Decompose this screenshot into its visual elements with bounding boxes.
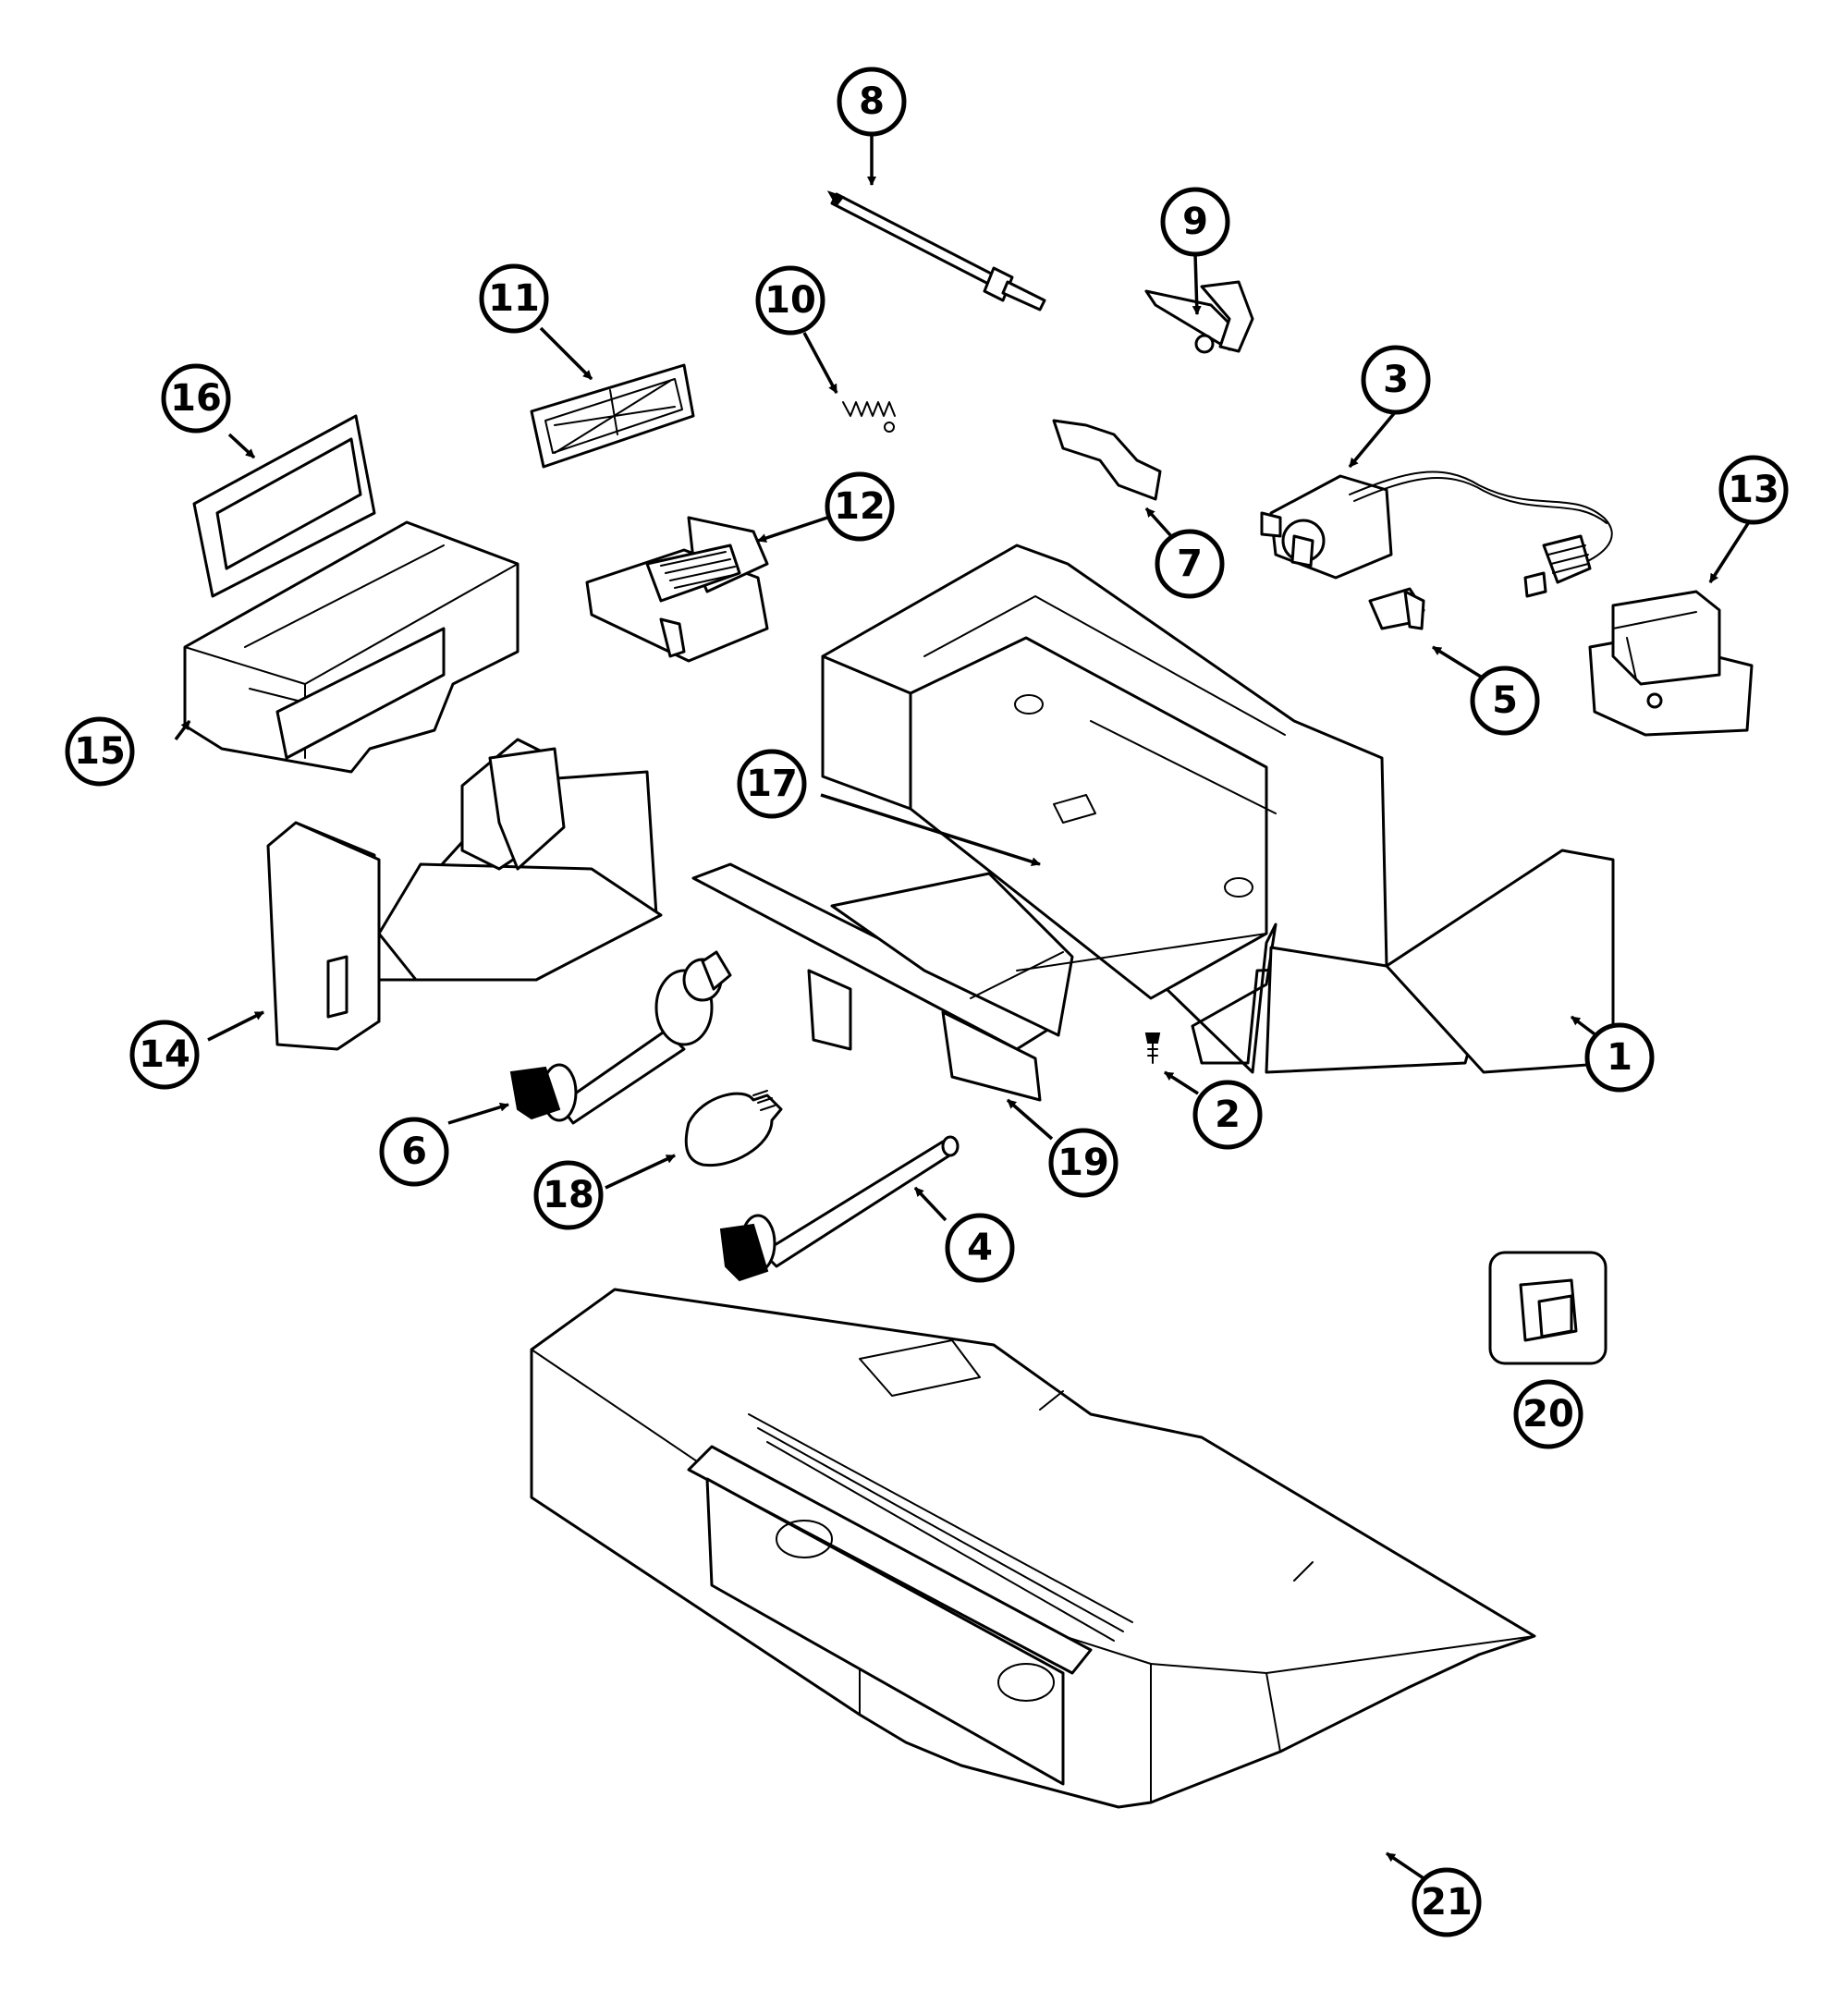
part-13-motor — [1588, 590, 1754, 737]
callout-19: 19 — [1048, 1128, 1119, 1198]
part-14-dispenser-module — [266, 738, 663, 1051]
part-1-main-frame — [821, 544, 1615, 1074]
callout-12: 12 — [825, 471, 895, 542]
callout-15: 15 — [65, 716, 135, 787]
callout-17: 17 — [737, 749, 807, 819]
callout-4-label: 4 — [967, 1227, 993, 1269]
callout-14-label: 14 — [139, 1033, 190, 1076]
callout-10-label: 10 — [764, 279, 816, 322]
callout-5: 5 — [1470, 666, 1540, 736]
callout-8: 8 — [837, 67, 907, 137]
callout-21-label: 21 — [1421, 1881, 1473, 1924]
callout-2-label: 2 — [1215, 1094, 1241, 1136]
part-15-housing — [183, 520, 520, 774]
part-16-bezel — [192, 414, 376, 598]
callout-16: 16 — [161, 363, 231, 434]
callout-7-label: 7 — [1177, 543, 1203, 585]
callout-15-label: 15 — [74, 730, 126, 773]
callout-1: 1 — [1584, 1022, 1655, 1093]
callout-20: 20 — [1513, 1379, 1583, 1449]
part-3-switch-assembly — [1260, 470, 1613, 598]
callout-11-label: 11 — [488, 277, 540, 320]
callout-12-label: 12 — [834, 485, 886, 528]
callout-20-label: 20 — [1522, 1393, 1574, 1436]
callout-8-label: 8 — [859, 80, 885, 123]
callout-18-label: 18 — [543, 1174, 594, 1216]
part-6-shaft — [509, 950, 732, 1125]
callout-9-label: 9 — [1182, 201, 1208, 243]
part-18-bulb — [684, 1090, 783, 1167]
callout-4: 4 — [945, 1213, 1015, 1283]
callout-1-label: 1 — [1607, 1036, 1632, 1079]
callout-2: 2 — [1192, 1080, 1263, 1150]
callout-21: 21 — [1412, 1867, 1482, 1937]
part-5-clip — [1368, 587, 1425, 630]
part-8-rod — [826, 190, 1046, 312]
part-19-plate — [691, 862, 1074, 1102]
leader-lines — [174, 136, 1754, 1880]
part-21-base-cover — [530, 1288, 1536, 1809]
callout-9: 9 — [1160, 187, 1230, 257]
part-2-screw — [1144, 1032, 1161, 1064]
callout-16-label: 16 — [170, 377, 222, 420]
callout-7: 7 — [1155, 529, 1225, 599]
part-9-lever — [1144, 280, 1254, 354]
callout-14: 14 — [129, 1020, 200, 1090]
callout-18: 18 — [533, 1160, 604, 1230]
callout-3: 3 — [1361, 345, 1431, 415]
callout-3-label: 3 — [1383, 359, 1409, 401]
callout-17-label: 17 — [746, 763, 798, 805]
callout-11: 11 — [479, 263, 549, 334]
callout-6: 6 — [379, 1117, 449, 1187]
part-11-filter-panel — [530, 363, 695, 469]
callout-5-label: 5 — [1492, 679, 1518, 722]
callout-13: 13 — [1718, 455, 1789, 525]
part-20-switch — [1488, 1251, 1608, 1365]
part-7-strip — [1052, 419, 1162, 501]
callout-13-label: 13 — [1728, 469, 1779, 511]
callout-10: 10 — [755, 265, 825, 336]
part-4-shaft — [719, 1135, 960, 1282]
part-10-spring — [842, 401, 896, 433]
callout-6-label: 6 — [401, 1130, 427, 1173]
part-12-bracket — [585, 516, 769, 663]
callout-19-label: 19 — [1057, 1142, 1109, 1184]
